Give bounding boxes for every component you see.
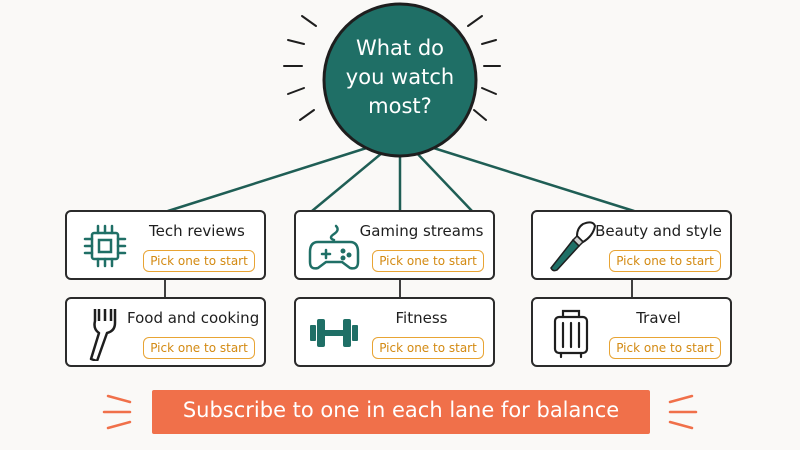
connector-hub-gaming-left <box>310 146 390 213</box>
card-food-and-cooking[interactable]: Food and cooking Pick one to start <box>65 297 266 367</box>
dumbbell-icon <box>310 319 358 347</box>
hub-circle <box>322 2 478 158</box>
card-label: Gaming streams <box>359 222 484 240</box>
fork-icon <box>89 309 117 361</box>
card-label: Beauty and style <box>595 222 722 240</box>
pick-one-button[interactable]: Pick one to start <box>372 337 484 359</box>
pick-one-button[interactable]: Pick one to start <box>372 250 484 272</box>
connector-hub-gaming-right <box>410 146 474 213</box>
banner-text: Subscribe to one in each lane for balanc… <box>182 398 620 422</box>
connector-hub-beauty <box>422 143 636 213</box>
cpu-chip-icon <box>83 224 127 268</box>
card-gaming-streams[interactable]: Gaming streams Pick one to start <box>294 210 495 280</box>
card-label: Fitness <box>395 309 448 327</box>
connector-hub-tech <box>166 143 378 213</box>
pick-one-button[interactable]: Pick one to start <box>609 337 721 359</box>
card-beauty-and-style[interactable]: Beauty and style Pick one to start <box>531 210 732 280</box>
makeup-brush-icon <box>550 221 597 272</box>
card-fitness[interactable]: Fitness Pick one to start <box>294 297 495 367</box>
card-label: Tech reviews <box>149 222 245 240</box>
suitcase-icon <box>553 309 589 359</box>
pick-one-button[interactable]: Pick one to start <box>143 337 255 359</box>
gamepad-icon <box>308 224 360 270</box>
pick-one-button[interactable]: Pick one to start <box>143 250 255 272</box>
card-tech-reviews[interactable]: Tech reviews Pick one to start <box>65 210 266 280</box>
card-label: Food and cooking <box>127 309 260 327</box>
hub-rays <box>283 15 501 121</box>
card-label: Travel <box>636 309 681 327</box>
card-travel[interactable]: Travel Pick one to start <box>531 297 732 367</box>
pick-one-button[interactable]: Pick one to start <box>609 250 721 272</box>
balance-banner: Subscribe to one in each lane for balanc… <box>152 390 650 434</box>
banner-accent-marks <box>102 394 698 430</box>
